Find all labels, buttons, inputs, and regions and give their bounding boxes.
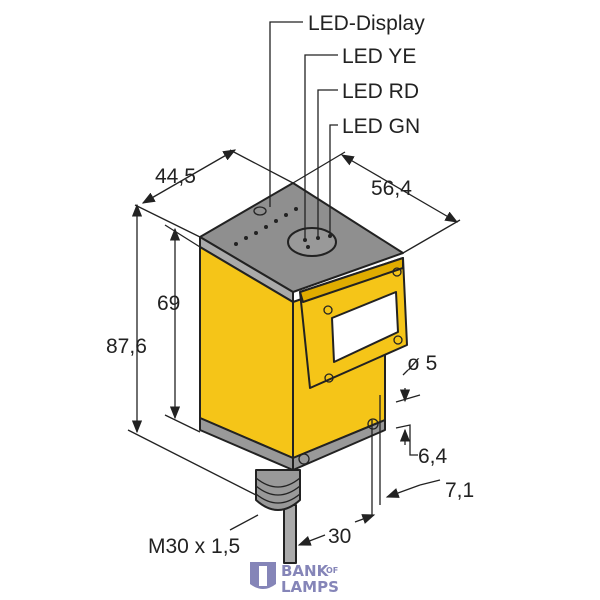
mount-hole <box>298 453 310 465</box>
label-led-ye: LED YE <box>342 45 416 68</box>
dim-hole-diameter: ø 5 <box>407 352 437 375</box>
label-led-rd: LED RD <box>342 80 419 103</box>
dim-total-height: 87,6 <box>106 335 147 358</box>
bank-of-lamps-logo: BANK OF LAMPS <box>250 562 339 596</box>
dim-width: 44,5 <box>155 165 196 188</box>
dim-hole-offset: 6,4 <box>418 445 448 468</box>
sensor-housing <box>199 182 408 471</box>
svg-text:BANK: BANK <box>281 562 330 580</box>
dim-body-height: 69 <box>157 292 180 315</box>
cable <box>283 504 297 564</box>
label-led-display: LED-Display <box>308 12 425 35</box>
dim-hole-spacing: 7,1 <box>445 479 474 502</box>
dim-thread-length: 30 <box>328 525 351 548</box>
thread <box>255 469 301 511</box>
svg-text:OF: OF <box>326 566 338 575</box>
mount-hole <box>367 418 379 430</box>
led-display-window <box>287 227 337 257</box>
lens-window <box>331 291 399 363</box>
dim-thread: M30 x 1,5 <box>148 535 240 558</box>
label-led-gn: LED GN <box>342 115 420 138</box>
dim-depth: 56,4 <box>371 177 412 200</box>
svg-text:LAMPS: LAMPS <box>281 578 339 596</box>
